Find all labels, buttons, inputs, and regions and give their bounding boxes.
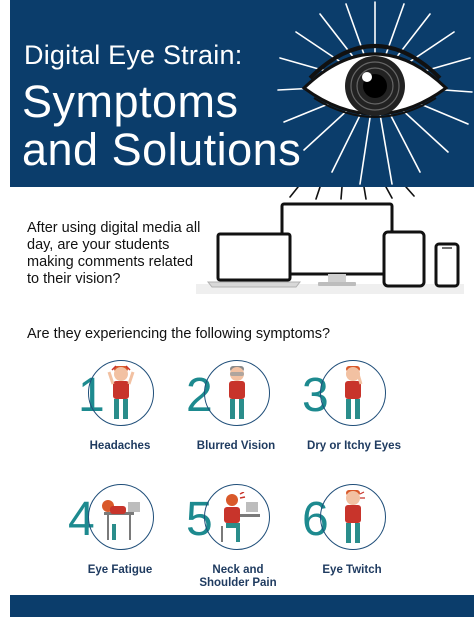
symptom-label: Eye Fatigue (87, 564, 153, 576)
person-itchy-eyes-icon (345, 366, 363, 419)
symptom-ring (320, 360, 386, 426)
symptom-label: Blurred Vision (196, 440, 276, 452)
person-neck-pain-icon (221, 492, 260, 542)
symptom-label: Eye Twitch (322, 564, 382, 576)
symptom-ring (88, 360, 154, 426)
page-title: Symptoms and Solutions (22, 78, 301, 174)
devices-illustration (196, 202, 464, 294)
eye-icon (277, 1, 473, 185)
header-banner: Digital Eye Strain: Symptoms and Solutio… (10, 0, 474, 187)
laptop-icon (206, 232, 302, 288)
tablet-icon (382, 230, 426, 288)
intro-text: After using digital media all day, are y… (27, 220, 201, 287)
symptom-label: Neck and Shoulder Pain (199, 564, 277, 589)
symptoms-question: Are they experiencing the following symp… (27, 326, 331, 342)
person-eye-twitch-icon (345, 490, 365, 543)
monitor-icon (280, 202, 394, 286)
title-line-2: and Solutions (22, 124, 302, 175)
person-headache-icon (107, 365, 135, 419)
person-fatigue-icon (102, 500, 140, 540)
title-line-1: Symptoms (22, 76, 239, 127)
eye-rays-decoration (289, 187, 415, 200)
symptom-label: Headaches (89, 440, 151, 452)
subtitle: Digital Eye Strain: (24, 40, 243, 70)
symptom-ring (204, 360, 270, 426)
symptom-ring (204, 484, 270, 550)
symptom-label: Dry or Itchy Eyes (307, 440, 401, 452)
person-blurred-icon (229, 366, 245, 419)
phone-icon (434, 242, 460, 288)
footer-bar (10, 595, 474, 617)
symptom-ring (320, 484, 386, 550)
symptom-ring (88, 484, 154, 550)
